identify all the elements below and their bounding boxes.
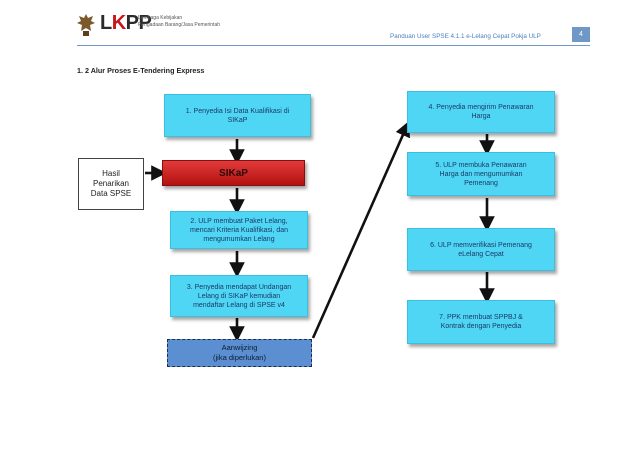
flow-step-3: 3. Penyedia mendapat Undangan Lelang di … (170, 275, 308, 317)
header-divider (77, 45, 590, 46)
lkpp-logo-k: K (111, 12, 126, 34)
flow-step-2: 2. ULP membuat Paket Lelang, mencari Kri… (170, 211, 308, 249)
hasil-penarikan-box: Hasil Penarikan Data SPSE (78, 158, 144, 210)
page-number-badge: 4 (572, 27, 590, 42)
aanwijzing-box: Aanwijzing (jika diperlukan) (167, 339, 312, 367)
logo-subtitle-line2: Pengadaan Barang/Jasa Pemerintah (138, 22, 221, 28)
flow-step-5: 5. ULP membuka Penawaran Harga dan mengu… (407, 152, 555, 196)
sikap-box: SIKaP (162, 160, 305, 186)
garuda-emblem-icon (77, 14, 95, 36)
flow-step-4: 4. Penyedia mengirim Penawaran Harga (407, 91, 555, 133)
document-title: Panduan User SPSE 4.1.1 e-Lelang Cepat P… (390, 33, 541, 40)
logo-subtitle-line1: Lembaga Kebijakan (138, 15, 183, 21)
lkpp-logo-text: LKPP (100, 12, 152, 34)
flow-step-1: 1. Penyedia Isi Data Kualifikasi di SIKa… (164, 94, 311, 137)
flow-step-7: 7. PPK membuat SPPBJ & Kontrak dengan Pe… (407, 300, 555, 344)
flow-step-6: 6. ULP memverifikasi Pemenang eLelang Ce… (407, 228, 555, 271)
section-heading: 1. 2 Alur Proses E-Tendering Express (77, 66, 205, 75)
arrow-aanwijzing-step4 (311, 120, 410, 339)
